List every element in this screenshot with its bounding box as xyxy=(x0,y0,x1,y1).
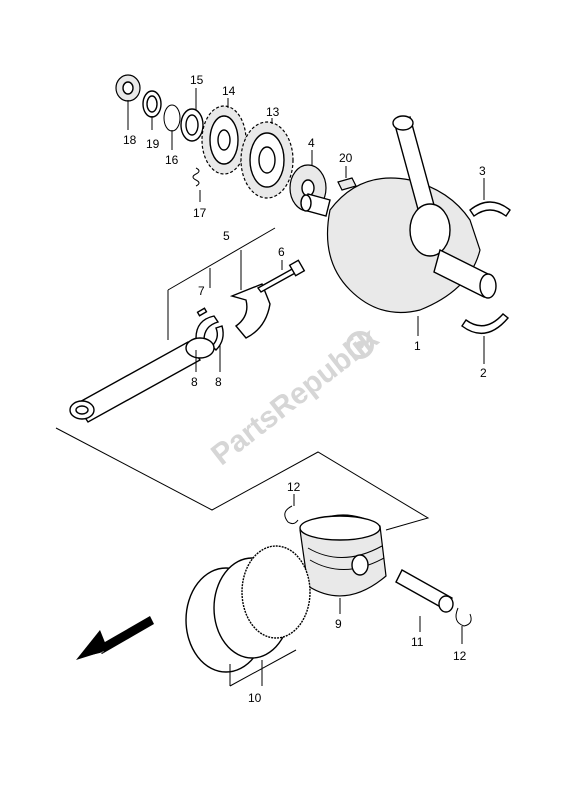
circlip-12b xyxy=(455,607,472,627)
bearing-3 xyxy=(469,201,511,218)
crankshaft-1 xyxy=(300,115,497,314)
callout-17: 17 xyxy=(193,206,207,220)
piston-rings-10 xyxy=(185,545,311,673)
piston-pin-11 xyxy=(395,569,454,613)
rod-bolt-6 xyxy=(256,259,306,293)
callout-18: 18 xyxy=(123,133,137,147)
lock-washer-15 xyxy=(180,108,204,142)
callout-12a: 12 xyxy=(287,480,301,494)
callout-15: 15 xyxy=(190,73,204,87)
gear-13 xyxy=(240,121,294,199)
rod-cap-5 xyxy=(229,283,271,339)
callout-20: 20 xyxy=(339,151,353,165)
callout-19: 19 xyxy=(146,137,160,151)
gear-14 xyxy=(201,105,247,175)
circlip-16 xyxy=(163,104,181,132)
piston-9 xyxy=(299,514,387,597)
callout-3: 3 xyxy=(479,164,486,178)
circlip-12a xyxy=(284,505,299,525)
callout-11: 11 xyxy=(411,635,424,649)
connecting-rod xyxy=(69,337,215,423)
callout-4: 4 xyxy=(308,136,315,150)
callout-6: 6 xyxy=(278,245,285,259)
callout-8b: 8 xyxy=(215,375,222,389)
callout-14: 14 xyxy=(222,84,236,98)
callout-9: 9 xyxy=(335,617,342,631)
bearing-8a xyxy=(195,315,220,341)
callout-labels: 18 19 16 15 14 13 17 4 20 3 5 6 7 1 2 8 … xyxy=(123,73,487,705)
washer-19 xyxy=(142,90,162,118)
bearing-2 xyxy=(461,313,509,335)
callout-1: 1 xyxy=(414,339,421,353)
group-outline xyxy=(55,427,430,531)
front-arrow-icon xyxy=(76,616,154,660)
callout-13: 13 xyxy=(266,105,280,119)
dowel-7 xyxy=(196,307,208,317)
callout-8a: 8 xyxy=(191,375,198,389)
callout-5: 5 xyxy=(223,229,230,243)
watermark-gear-icon xyxy=(346,331,374,359)
callout-10: 10 xyxy=(248,691,262,705)
group-bracket-5 xyxy=(167,227,276,340)
callout-7: 7 xyxy=(198,284,205,298)
spring-17 xyxy=(192,167,200,187)
callout-16: 16 xyxy=(165,153,179,167)
leader-lines xyxy=(127,88,485,687)
callout-12b: 12 xyxy=(453,649,467,663)
callout-2: 2 xyxy=(480,366,487,380)
nut-18 xyxy=(115,74,141,102)
